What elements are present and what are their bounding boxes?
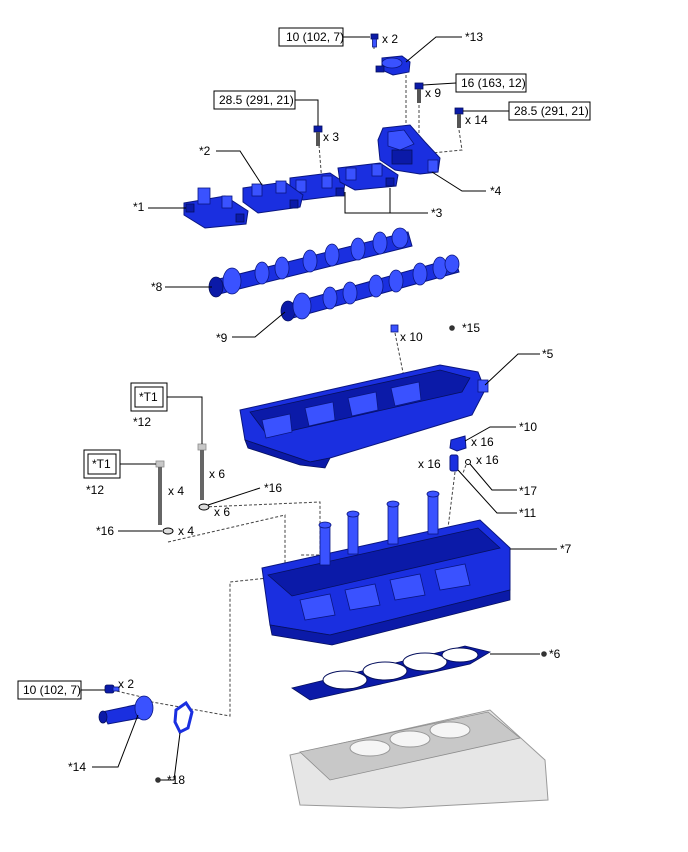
part-14-water-outlet [98,695,154,725]
callout-8: *8 [151,280,163,294]
callout-6: *6 [549,647,561,661]
bolt-top-x2 [370,33,379,48]
bolt-long-x6 [197,443,207,500]
qty-plug-x10: x 10 [400,330,423,344]
bolt-bottom-x2 [104,684,120,694]
callout-13: *13 [465,30,483,44]
part-4-camshaft-housing [377,124,441,175]
quantity-labels: x 2 x 9 x 14 x 3 x 10 x 16 x 16 x 16 x 6… [118,32,499,691]
qty-bolt-bottom: x 2 [118,677,134,691]
qty-washer-x4: x 4 [178,524,194,538]
callout-5: *5 [542,347,554,361]
bolt-long-x4 [155,460,165,525]
part-18-gasket [173,700,194,735]
part-5-cam-housing [239,364,489,469]
bolt-x14 [454,107,464,128]
part-15-plug [390,324,399,333]
callout-labels: *13 *4 *2 *1 *3 *8 *9 *15 *5 *10 *12 *12… [68,30,572,787]
callout-15: *15 [462,321,480,335]
torque-label-4: 28.5 (291, 21) [514,104,589,118]
callout-16b: *16 [96,524,114,538]
callout-11: *11 [519,506,536,520]
callout-18: *18 [167,773,185,787]
qty-longbolt-x6: x 6 [209,467,225,481]
qty-bolt-x3: x 3 [323,130,339,144]
tool-box-t1-a: *T1 [130,382,203,444]
tool-label-b: *T1 [92,457,111,471]
bolt-x9 [414,82,424,103]
callout-1: *1 [133,200,145,214]
torque-label-1: 10 (102, 7) [286,30,344,44]
cylinder-block [289,709,549,809]
callout-3: *3 [431,206,443,220]
torque-box-2: 16 (163, 12) [422,73,527,93]
part-3-bearing-caps [289,162,399,201]
qty-fitting-x16: x 16 [471,435,494,449]
callout-12a: *12 [133,415,151,429]
washer-16-x4 [162,527,174,535]
washer-16-x6 [198,503,210,511]
torque-box-1: 10 (102, 7) [278,27,370,47]
torque-box-3: 28.5 (291, 21) [213,90,319,126]
part-6-head-gasket [291,645,492,701]
tool-label-a: *T1 [139,390,158,404]
qty-bolt-x14: x 14 [465,113,488,127]
part-2-bearing-cap [242,180,304,214]
callout-leaders [92,36,557,781]
qty-ring-x16: x 16 [476,453,499,467]
qty-seal-x16: x 16 [418,457,441,471]
qty-longbolt-x4: x 4 [168,484,184,498]
torque-box-4: 28.5 (291, 21) [463,101,591,121]
part-1-bearing-cap [183,187,249,229]
callout-4: *4 [490,184,502,198]
torque-label-3: 28.5 (291, 21) [219,93,294,107]
callout-9: *9 [216,331,228,345]
part-7-cylinder-head [261,490,511,646]
part-9-camshaft [280,254,460,322]
callout-17: *17 [519,484,537,498]
part-8-camshaft [208,227,413,298]
qty-bolt-top: x 2 [382,32,398,46]
callout-10: *10 [519,420,537,434]
bullet-dots [155,325,547,783]
callout-16a: *16 [264,481,282,495]
bolt-x3 [313,125,323,146]
callout-12b: *12 [86,483,104,497]
qty-bolt-x9: x 9 [425,86,441,100]
torque-box-5: 10 (102, 7) [17,680,105,700]
part-13-bracket [375,55,411,76]
tool-box-t1-b: *T1 [83,449,156,479]
part-10-fitting [449,435,467,452]
callout-2: *2 [199,144,211,158]
qty-washer-x6: x 6 [214,505,230,519]
part-17-ring [465,459,471,465]
callout-14: *14 [68,760,86,774]
callout-7: *7 [560,542,572,556]
part-11-seal [449,454,459,472]
torque-label-5: 10 (102, 7) [23,683,81,697]
torque-label-2: 16 (163, 12) [461,76,526,90]
